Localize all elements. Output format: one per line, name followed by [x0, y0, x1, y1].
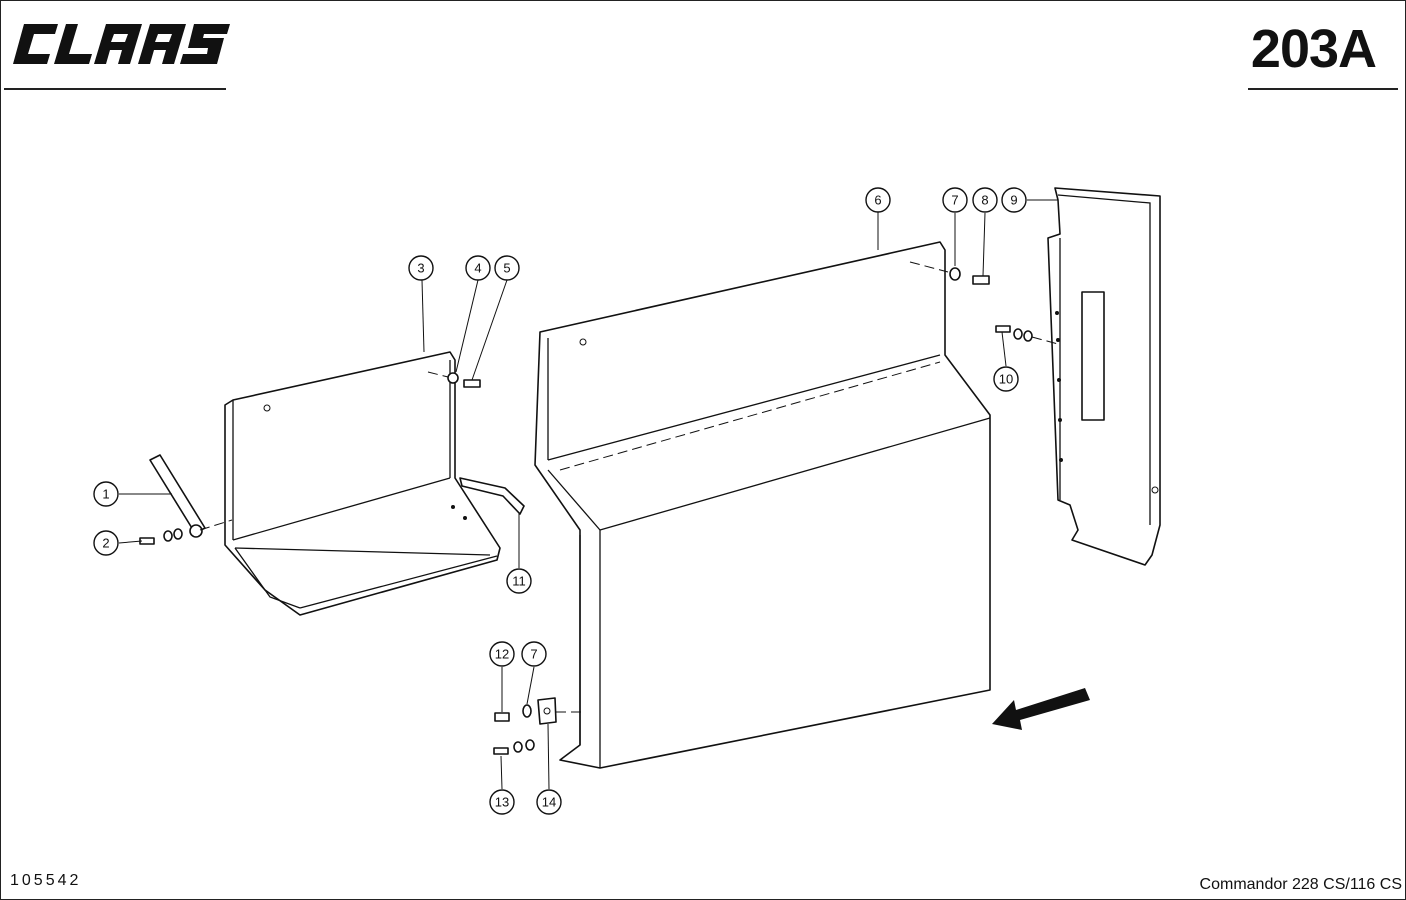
callout-8: 8 — [972, 187, 998, 213]
left-cover-fasteners — [427, 371, 481, 388]
claas-logo — [13, 24, 230, 64]
bracket — [459, 477, 525, 515]
callout-4: 4 — [465, 255, 491, 281]
callout-6: 6 — [865, 187, 891, 213]
side-plate-fasteners — [995, 325, 1059, 345]
side-plate — [1047, 187, 1161, 566]
svg-text:2: 2 — [102, 536, 109, 551]
callout-7-top: 7 — [942, 187, 968, 213]
svg-text:7: 7 — [951, 193, 958, 208]
header-rule-left — [4, 88, 226, 90]
svg-text:12: 12 — [495, 647, 509, 662]
direction-arrow — [992, 688, 1090, 730]
svg-text:10: 10 — [999, 372, 1013, 387]
svg-text:8: 8 — [981, 193, 988, 208]
callout-7-bottom: 7 — [521, 641, 547, 667]
svg-text:13: 13 — [495, 795, 509, 810]
callout-10: 10 — [993, 366, 1019, 392]
callout-14: 14 — [536, 789, 562, 815]
svg-text:3: 3 — [417, 261, 424, 276]
svg-text:4: 4 — [474, 261, 481, 276]
callout-3: 3 — [408, 255, 434, 281]
lower-fasteners — [493, 697, 582, 755]
callout-2: 2 — [93, 530, 119, 556]
document-number: 105542 — [10, 872, 82, 889]
callout-5: 5 — [494, 255, 520, 281]
callout-11: 11 — [506, 568, 532, 594]
callout-1: 1 — [93, 481, 119, 507]
main-cover-top-fasteners — [949, 267, 990, 285]
page-code: 203A — [1250, 19, 1377, 79]
callout-13: 13 — [489, 789, 515, 815]
callout-12: 12 — [489, 641, 515, 667]
svg-text:11: 11 — [512, 574, 526, 589]
svg-text:5: 5 — [503, 261, 510, 276]
leader-lines — [118, 199, 1058, 790]
svg-text:1: 1 — [102, 487, 109, 502]
svg-text:6: 6 — [874, 193, 881, 208]
svg-text:7: 7 — [530, 647, 537, 662]
svg-text:9: 9 — [1010, 193, 1017, 208]
callout-9: 9 — [1001, 187, 1027, 213]
left-cover-panel — [224, 351, 501, 616]
header-rule-right — [1248, 88, 1398, 90]
machine-model: Commandor 228 CS/116 CS — [1199, 876, 1402, 893]
bolt-washer-set-left — [139, 519, 233, 545]
svg-text:14: 14 — [542, 795, 556, 810]
main-cover-panel — [534, 241, 991, 769]
